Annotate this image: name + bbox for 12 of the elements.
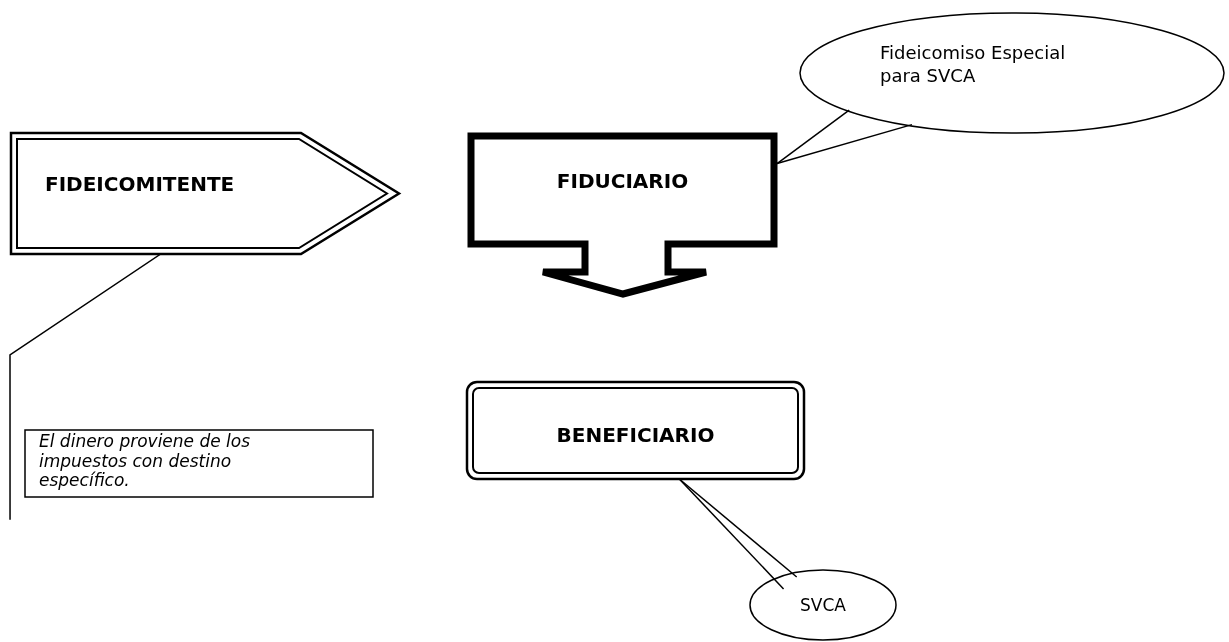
node-label: BENEFICIARIO [555, 422, 716, 448]
pentagon-arrow [11, 133, 399, 254]
node-label: El dinero proviene de los impuestos con destino específico. [39, 432, 252, 491]
node-label: SVCA [799, 594, 847, 617]
node-label: Fideicomiso Especial para SVCA [880, 41, 1067, 88]
node-label: FIDUCIARIO [555, 168, 690, 194]
rounded-box [467, 382, 804, 479]
speech-bubble [750, 570, 896, 640]
node-label: FIDEICOMITENTE [45, 171, 235, 197]
callout-box [25, 430, 373, 497]
speech-bubble [800, 13, 1224, 133]
down-arrow-callout [467, 132, 778, 298]
